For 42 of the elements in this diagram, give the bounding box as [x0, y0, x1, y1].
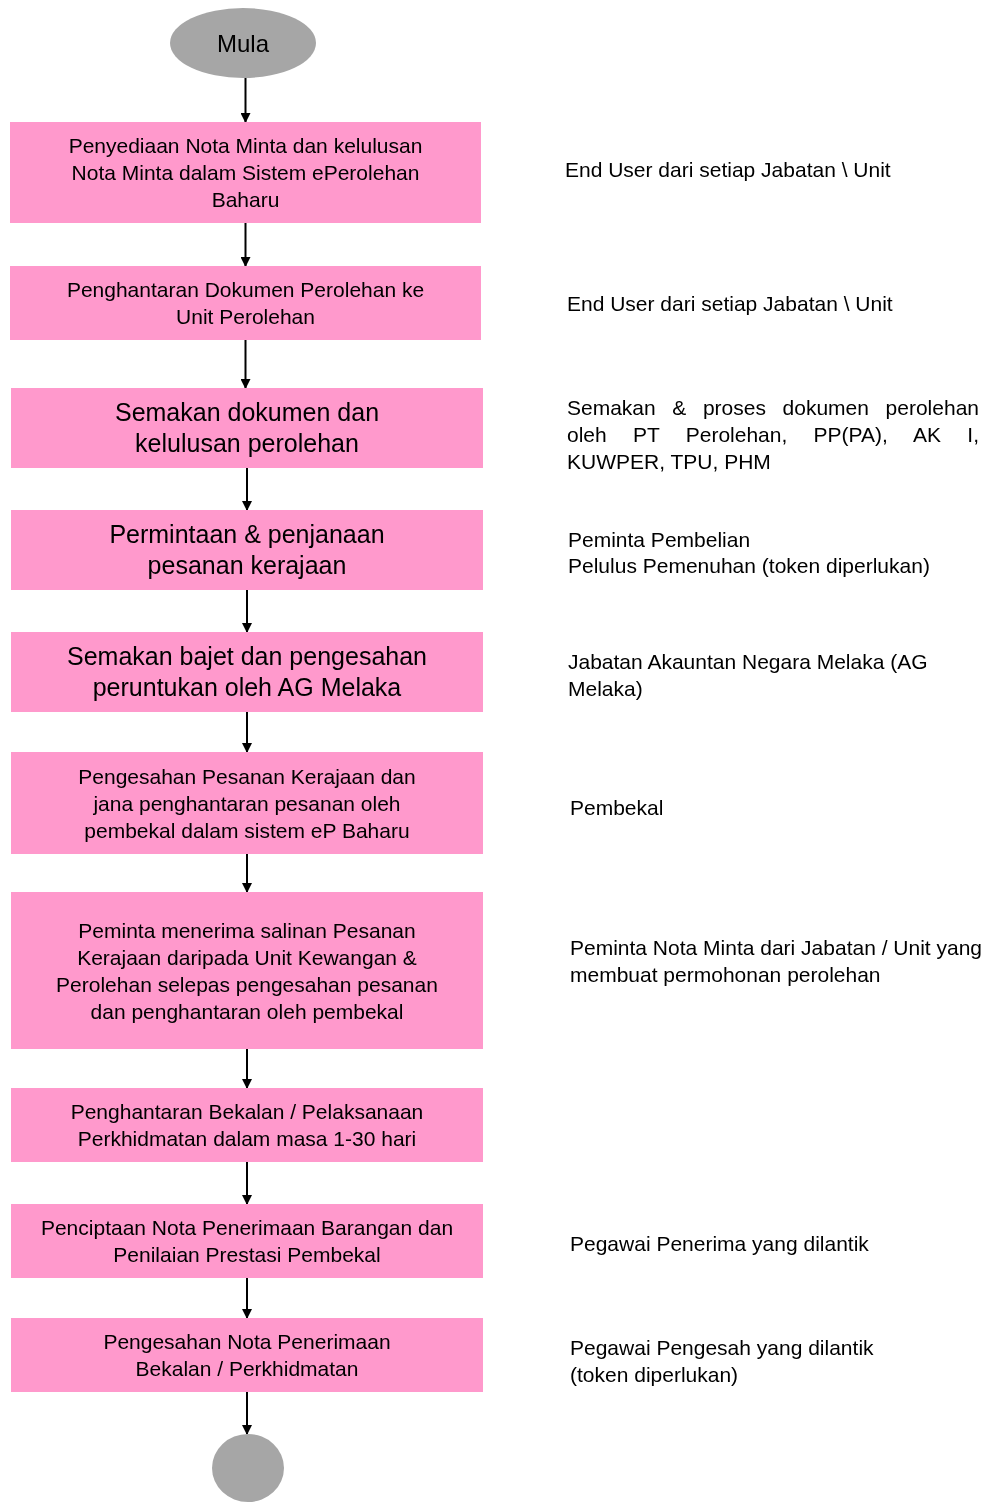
arrow: [240, 77, 251, 123]
process-text: Semakan dokumen dan kelulusan perolehan: [113, 397, 381, 459]
role-note: Jabatan Akauntan Negara Melaka (AG Melaka): [568, 649, 929, 702]
start-label: Mula: [217, 28, 269, 59]
process-text: Pengesahan Nota Penerimaan Bekalan / Perkhidmatan: [102, 1329, 392, 1382]
process-box: [11, 1088, 483, 1162]
arrow: [242, 1048, 252, 1089]
process-text: Penghantaran Bekalan / Pelaksanaan Perkhidmatan dalam masa 1-30 hari: [69, 1099, 425, 1152]
process-box: [10, 122, 481, 223]
arrow: [242, 1161, 252, 1205]
role-note: Pegawai Pengesah yang dilantik (token diperlukan): [570, 1335, 875, 1388]
process-text: Permintaan & penjanaan pesanan kerajaan: [108, 519, 386, 581]
process-box: [10, 266, 481, 340]
process-box: [11, 388, 483, 468]
role-note: End User dari setiap Jabatan \ Unit: [567, 291, 894, 317]
process-text: Penyediaan Nota Minta dan kelulusan Nota Minta dalam Sistem ePerolehan Baharu: [67, 133, 424, 213]
role-note: Pelulus Pemenuhan (token diperlukan): [568, 553, 931, 579]
process-box: [11, 510, 483, 590]
arrow: [242, 1391, 252, 1435]
role-note: Pegawai Penerima yang dilantik: [570, 1231, 870, 1257]
process-text: Penciptaan Nota Penerimaan Barangan dan Penilaian Prestasi Pembekal: [39, 1215, 455, 1268]
arrow: [242, 589, 252, 633]
process-text: Pengesahan Pesanan Kerajaan dan jana penghantaran pesanan oleh pembekal dalam sistem eP Baharu: [77, 763, 417, 844]
process-box: [11, 752, 483, 854]
arrow: [240, 222, 251, 267]
process-text: Peminta menerima salinan Pesanan Kerajaan daripada Unit Kewangan & Perolehan selepas pengesahan pesanan dan penghantaran oleh pembekal: [55, 917, 439, 1025]
arrow: [242, 467, 252, 511]
arrow: [242, 1277, 252, 1319]
role-note: Peminta Pembelian: [568, 527, 752, 553]
role-note: Pembekal: [570, 795, 665, 821]
role-note: Peminta Nota Minta dari Jabatan / Unit yang membuat permohonan perolehan: [570, 935, 984, 988]
role-note: Semakan & proses dokumen perolehan oleh PT Perolehan, PP(PA), AK I, KUWPER, TPU, PHM: [567, 395, 979, 475]
process-box: [11, 1318, 483, 1392]
process-text: Semakan bajet dan pengesahan peruntukan oleh AG Melaka: [66, 641, 428, 703]
arrow: [242, 711, 252, 753]
process-box: [11, 632, 483, 712]
arrow: [242, 853, 252, 893]
process-text: Penghantaran Dokumen Perolehan ke Unit Perolehan: [65, 277, 426, 330]
arrow: [240, 339, 251, 389]
process-box: [11, 892, 483, 1049]
role-note: End User dari setiap Jabatan \ Unit: [565, 157, 892, 183]
process-box: [11, 1204, 483, 1278]
